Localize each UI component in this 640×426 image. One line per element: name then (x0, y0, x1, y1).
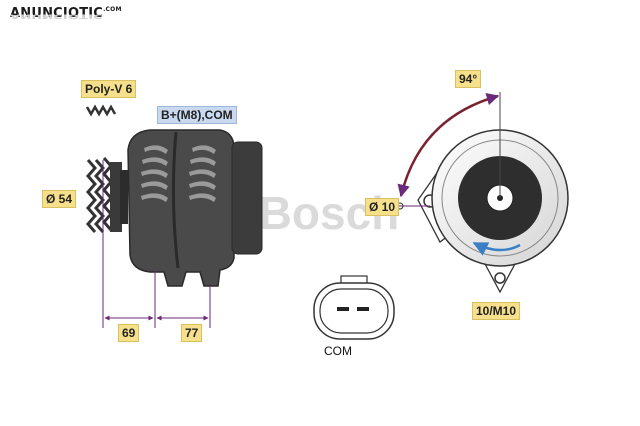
angle-label: 94° (455, 70, 482, 88)
thread-label: 10/M10 (472, 302, 521, 320)
housing-body (127, 129, 235, 287)
brand-name: ANUNCIOTIC (10, 6, 104, 21)
front-view (374, 92, 569, 294)
belt-rib-icon (85, 104, 117, 117)
rotation-direction-icon (472, 241, 521, 256)
site-brand: ANUNCIOTIC.COM (10, 6, 122, 21)
pulley-diameter-label: Ø 54 (42, 190, 77, 208)
cooling-slots-front (141, 145, 168, 202)
side-view (85, 104, 263, 328)
rear-cover (231, 141, 263, 255)
belt-type-label: Poly-V 6 (81, 80, 137, 98)
dimension-lines (102, 160, 211, 328)
angle-arc (397, 93, 500, 198)
terminal-label: B+(M8),COM (157, 106, 237, 124)
connector-plug (313, 275, 395, 340)
dimension-77-label: 77 (181, 324, 203, 342)
hole-diameter-label: Ø 10 (365, 198, 400, 216)
dimension-69-label: 69 (118, 324, 140, 342)
brand-suffix: .COM (103, 6, 122, 13)
pulley (86, 157, 128, 233)
connector-label: COM (324, 344, 352, 358)
cooling-slots-rear (189, 145, 216, 202)
